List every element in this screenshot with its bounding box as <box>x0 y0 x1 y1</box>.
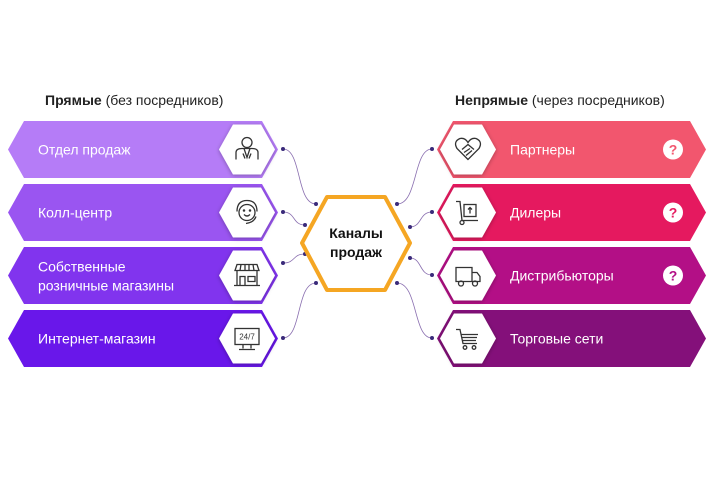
question-mark: ? <box>669 205 678 221</box>
channel-label: Интернет-магазин <box>38 331 156 347</box>
indirect-channel-item[interactable]: Дилеры? <box>437 184 706 241</box>
indirect-channels: Партнеры?Дилеры?Дистрибьюторы?Торговые с… <box>437 121 706 367</box>
svg-text:24/7: 24/7 <box>239 333 255 342</box>
indirect-channel-item[interactable]: Дистрибьюторы? <box>437 247 706 304</box>
salesperson-icon <box>235 136 259 160</box>
shopping-cart-icon <box>456 328 478 350</box>
question-icon[interactable]: ? <box>663 265 683 286</box>
channel-label: Дистрибьюторы <box>510 268 614 284</box>
storefront-icon <box>234 263 260 287</box>
channel-label: Дилеры <box>510 205 561 221</box>
indirect-header-bold: Непрямые <box>455 92 528 108</box>
channel-bar <box>8 184 278 241</box>
channel-bar <box>437 184 706 241</box>
question-icon[interactable]: ? <box>663 139 683 160</box>
direct-channel-item[interactable]: Отдел продаж <box>8 121 278 178</box>
icon-hexagon <box>219 313 275 364</box>
indirect-channel-item[interactable]: Партнеры? <box>437 121 706 178</box>
center-hexagon: Каналы продаж <box>300 195 412 292</box>
channel-label-line2: розничные магазины <box>38 278 174 294</box>
delivery-truck-icon <box>455 266 481 287</box>
icon-hexagon <box>440 187 496 238</box>
channel-label: Колл-центр <box>38 205 112 221</box>
channel-bar <box>8 121 278 178</box>
connectors <box>282 148 433 339</box>
monitor-24-7-icon: 24/7 <box>234 327 260 351</box>
channel-label: Партнеры <box>510 142 575 158</box>
question-mark: ? <box>669 142 678 158</box>
icon-hexagon <box>440 313 496 364</box>
icon-hexagon <box>440 250 496 301</box>
icon-hexagon <box>219 187 275 238</box>
icon-hexagon <box>219 124 275 175</box>
indirect-header-note: (через посредников) <box>531 92 665 108</box>
question-mark: ? <box>669 268 678 284</box>
direct-header: Прямые (без посредников) <box>45 92 223 108</box>
channel-label: Отдел продаж <box>38 142 131 158</box>
headset-operator-icon <box>236 199 258 225</box>
channel-bar <box>437 121 706 178</box>
icon-hexagon <box>219 250 275 301</box>
direct-header-bold: Прямые <box>45 92 102 108</box>
channel-bar <box>8 247 278 304</box>
direct-channel-item[interactable]: Колл-центр <box>8 184 278 241</box>
direct-channel-item[interactable]: Собственные розничные магазины <box>8 247 278 304</box>
channel-label: Собственные <box>38 259 126 275</box>
hand-truck-icon <box>456 200 478 226</box>
direct-header-note: (без посредников) <box>105 92 224 108</box>
channel-bar <box>437 247 706 304</box>
center-title-line2: продаж <box>330 244 383 260</box>
channel-bar <box>8 310 278 367</box>
center-title-line1: Каналы <box>329 225 383 241</box>
direct-channel-item[interactable]: 24/7 Интернет-магазин <box>8 310 278 367</box>
channel-label: Торговые сети <box>510 331 603 347</box>
channel-bar <box>437 310 706 367</box>
handshake-heart-icon <box>454 137 482 161</box>
question-icon[interactable]: ? <box>663 202 683 223</box>
indirect-header: Непрямые (через посредников) <box>455 92 665 108</box>
indirect-channel-item[interactable]: Торговые сети <box>437 310 706 367</box>
